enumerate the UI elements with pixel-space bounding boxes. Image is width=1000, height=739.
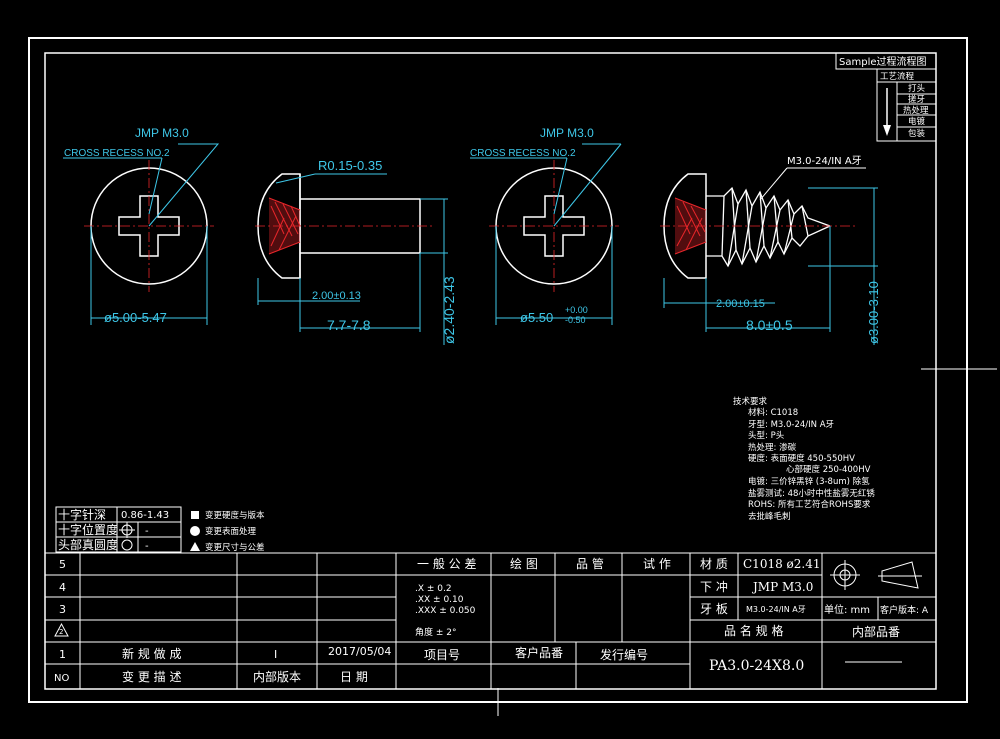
revision-triangle-icon — [54, 622, 69, 637]
part-spec-label: 品 名 规 格 — [724, 623, 783, 638]
inspection-label: 十字针深 — [58, 507, 106, 522]
tolerance-line: .XX ± 0.10 — [415, 595, 464, 605]
inspection-label: 十字位置度 — [58, 522, 118, 537]
approval-draw: 绘 图 — [510, 556, 538, 571]
tolerance-angle: 角度 ± 2° — [415, 626, 457, 638]
inspection-table — [55, 506, 182, 553]
part-name: PA3.0-24X8.0 — [709, 658, 804, 674]
right-tol-lower: -0.50 — [565, 315, 586, 325]
right-front-view — [470, 143, 622, 325]
revision-footer-desc: 变 更 描 述 — [122, 669, 181, 684]
inspection-value: - — [145, 541, 149, 552]
inspection-label: 头部真圆度 — [58, 537, 118, 552]
unit-label: 单位: mm — [824, 603, 870, 616]
customer-version: 客户版本: A — [880, 604, 929, 616]
left-radius: R0.15-0.35 — [318, 158, 382, 173]
svg-text:电镀: 三价锌黑锌 (3-8um) 除氢: 电镀: 三价锌黑锌 (3-8um) 除氢 — [748, 476, 870, 487]
right-recess-label: CROSS RECESS NO.2 — [470, 148, 576, 159]
left-length: 7.7-7.8 — [327, 317, 371, 333]
process-flow-box — [835, 52, 937, 142]
process-step: 电镀 — [908, 116, 926, 127]
tolerance-header: 一 般 公 差 — [417, 556, 476, 571]
process-step: 包装 — [908, 128, 926, 139]
material-value: C1018 ø2.41 — [743, 557, 820, 571]
svg-text:ROHS: 所有工艺符合ROHS要求: ROHS: 所有工艺符合ROHS要求 — [748, 499, 871, 510]
item-number-label: 项目号 — [424, 648, 460, 662]
die-label: 牙 板 — [700, 602, 728, 616]
left-head-height: 2.00±0.13 — [312, 290, 361, 302]
svg-text:技术要求: 技术要求 — [733, 396, 768, 407]
process-step: 打头 — [908, 83, 926, 94]
svg-text:硬度: 表面硬度 450-550HV: 硬度: 表面硬度 450-550HV — [748, 453, 855, 464]
revision-footer-no: NO — [54, 673, 69, 684]
svg-text:心部硬度 250-400HV: 心部硬度 250-400HV — [786, 464, 871, 475]
left-shank-diameter: ø2.40-2.43 — [441, 276, 457, 344]
left-front-view — [63, 143, 220, 325]
title-block-label: Sample过程流程图 — [839, 55, 927, 68]
triangle-icon — [190, 542, 200, 551]
svg-text:热处理: 渗碳: 热处理: 渗碳 — [748, 442, 797, 453]
title-block-grid — [45, 552, 936, 689]
hexagon-icon — [190, 526, 200, 536]
arrow-down-icon — [883, 125, 891, 136]
left-recess-label: CROSS RECESS NO.2 — [64, 148, 170, 159]
process-step: 热处理 — [903, 105, 929, 116]
left-callout: JMP M3.0 — [135, 126, 189, 140]
revision-row-number: 5 — [59, 558, 66, 571]
right-thread-label: M3.0-24/IN A牙 — [787, 155, 862, 167]
material-label: 材 质 — [700, 557, 728, 571]
revision-triangle-number: 2 — [59, 628, 63, 636]
right-major-diameter: ø3.00-3.10 — [866, 281, 881, 344]
svg-text:材料: C1018: 材料: C1018 — [748, 407, 798, 418]
revision-desc: 新 规 做 成 — [122, 646, 181, 661]
tolerance-line: .X ± 0.2 — [415, 584, 452, 594]
process-step: 搓牙 — [908, 94, 925, 105]
left-side-view — [255, 173, 448, 345]
inspection-value: 0.86-1.43 — [121, 510, 169, 521]
right-tol-upper: +0.00 — [565, 305, 588, 315]
square-icon — [191, 511, 199, 519]
svg-text:去批峰毛刺: 去批峰毛刺 — [748, 511, 791, 522]
punch-label: 下 冲 — [700, 579, 728, 594]
svg-text:头型: P头: 头型: P头 — [748, 430, 785, 441]
approval-manage: 品 管 — [576, 556, 604, 571]
right-length: 8.0±0.5 — [746, 317, 793, 333]
right-head-diameter: ø5.50 — [520, 310, 553, 325]
revision-footer-version: 内部版本 — [253, 669, 301, 684]
revision-version: I — [274, 648, 277, 661]
outer-border — [28, 37, 968, 703]
left-head-diameter: ø5.00-5.47 — [104, 310, 167, 325]
right-callout: JMP M3.0 — [540, 126, 594, 140]
revision-row-number: 1 — [59, 648, 66, 661]
legend-item: 变更表面处理 — [205, 526, 257, 537]
approval-trial: 试 作 — [643, 556, 671, 571]
legend-item: 变更硬度与版本 — [205, 510, 265, 521]
tech-notes: 技术要求 材料: C1018 牙型: M3.0-24/IN A牙 头型: P头 … — [733, 396, 875, 522]
inspection-value: - — [145, 526, 149, 537]
revision-row-number: 4 — [59, 581, 66, 594]
legend-item: 变更尺寸与公差 — [205, 542, 265, 553]
customer-part-label: 客户品番 — [515, 645, 563, 660]
view-symbol — [830, 560, 922, 590]
revision-row-number: 3 — [59, 603, 66, 616]
right-head-height: 2.00±0.15 — [716, 298, 765, 310]
revision-footer-date: 日 期 — [340, 670, 368, 684]
process-header: 工艺流程 — [880, 71, 915, 82]
punch-value: JMP M3.0 — [751, 580, 813, 594]
svg-text:牙型: M3.0-24/IN A牙: 牙型: M3.0-24/IN A牙 — [748, 420, 834, 430]
revision-date: 2017/05/04 — [328, 645, 391, 658]
internal-part-label: 内部品番 — [852, 624, 900, 639]
tolerance-line: .XXX ± 0.050 — [415, 606, 476, 616]
die-value: M3.0-24/IN A牙 — [746, 605, 806, 614]
svg-text:盐雾测试: 48小时中性盐雾无红锈: 盐雾测试: 48小时中性盐雾无红锈 — [748, 488, 875, 499]
issue-number-label: 发行编号 — [600, 647, 648, 662]
right-side-view — [660, 167, 878, 345]
